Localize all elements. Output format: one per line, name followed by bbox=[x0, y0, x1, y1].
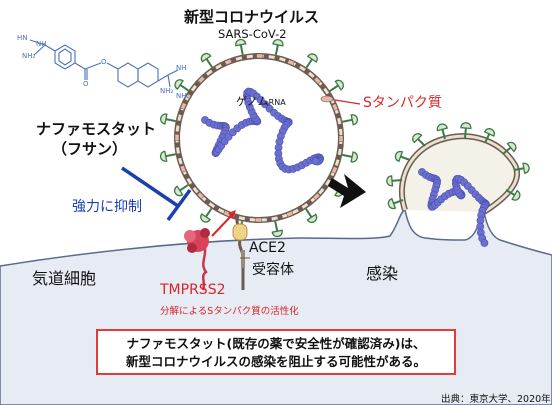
spike-legend-dot bbox=[320, 95, 334, 103]
spike-protein bbox=[387, 197, 404, 210]
conclusion-box: ナファモスタット(既存の薬で安全性が確認済み)は、 新型コロナウイルスの感染を阻… bbox=[96, 329, 456, 375]
molecule-label-nh2-2: NH₂ bbox=[160, 87, 174, 95]
genome-label: ゲノムRNA bbox=[236, 93, 286, 109]
spike-protein bbox=[272, 39, 284, 55]
genome-label-main: ゲノム bbox=[236, 95, 269, 108]
spike-pointer-line bbox=[334, 99, 361, 105]
molecule-label-nh2-3: NH₂ bbox=[176, 92, 190, 100]
spike-protein bbox=[412, 133, 426, 147]
spike-protein bbox=[173, 184, 189, 197]
conclusion-line-1: ナファモスタット(既存の薬で安全性が確認済み)は、 bbox=[126, 336, 426, 351]
molecule-label-hn: HN bbox=[17, 34, 28, 42]
spike-protein bbox=[160, 113, 176, 125]
inhibition-label: 強力に抑制 bbox=[72, 199, 142, 215]
spike-protein bbox=[502, 141, 517, 155]
drug-brand: （フサン） bbox=[52, 140, 128, 158]
ace2-label: ACE2 bbox=[249, 240, 286, 256]
conclusion-line-2: 新型コロナウイルスの感染を阻止する可能性がある。 bbox=[125, 354, 426, 369]
spike-protein-label: Sタンパク質 bbox=[363, 95, 442, 111]
tmprss2-protein bbox=[184, 228, 210, 291]
receptor-label: 受容体 bbox=[252, 262, 294, 278]
budding-virus-rna bbox=[418, 168, 490, 247]
tmprss2-note: 分解によるSタンパク質の活性化 bbox=[160, 306, 299, 317]
molecule-label-o-2: O bbox=[101, 58, 107, 66]
infection-label: 感染 bbox=[366, 264, 399, 283]
virus-title: 新型コロナウイルス bbox=[184, 8, 320, 26]
spike-protein bbox=[394, 150, 411, 163]
spike-protein bbox=[483, 128, 495, 144]
tmprss2-label: TMPRSS2 bbox=[160, 282, 226, 298]
spike-protein bbox=[200, 207, 213, 223]
molecule-label-o-1: O bbox=[83, 80, 89, 88]
spike-protein bbox=[159, 150, 176, 162]
spike-protein bbox=[200, 52, 213, 68]
spike-protein bbox=[271, 221, 283, 238]
spike-protein bbox=[342, 114, 359, 126]
molecule-label-nh2-1: NH₂ bbox=[22, 52, 36, 60]
spike-protein bbox=[305, 208, 318, 224]
airway-cell-label: 気道細胞 bbox=[32, 269, 97, 288]
drug-name: ナファモスタット bbox=[36, 120, 157, 138]
spike-protein bbox=[386, 175, 403, 187]
inhibition-symbol bbox=[121, 166, 192, 222]
spike-protein bbox=[174, 79, 190, 92]
spike-protein bbox=[305, 53, 318, 69]
rna-bead bbox=[311, 157, 320, 166]
spike-protein bbox=[235, 38, 247, 55]
ace2-receptor bbox=[232, 217, 248, 290]
virus-subtitle: SARS-CoV-2 bbox=[218, 27, 287, 41]
spike-protein bbox=[505, 189, 521, 201]
activation-arrow bbox=[211, 214, 233, 237]
genome-label-suffix: RNA bbox=[268, 98, 286, 107]
budding-virus-spikes bbox=[386, 122, 530, 210]
spike-protein bbox=[342, 151, 358, 163]
spike-protein bbox=[436, 123, 449, 140]
progression-arrow bbox=[328, 174, 366, 208]
source-credit: 出典：東京大学、2020年 bbox=[441, 394, 551, 405]
rna-bead bbox=[480, 239, 489, 247]
molecule-label-nh-1: NH bbox=[36, 40, 47, 48]
spike-protein bbox=[460, 122, 472, 139]
spike-protein bbox=[329, 79, 345, 92]
spike-protein bbox=[513, 162, 530, 174]
virus-genome-rna bbox=[201, 87, 325, 174]
molecule-label-nh-2: NH bbox=[176, 64, 187, 72]
nafamostat-molecule bbox=[29, 39, 179, 88]
